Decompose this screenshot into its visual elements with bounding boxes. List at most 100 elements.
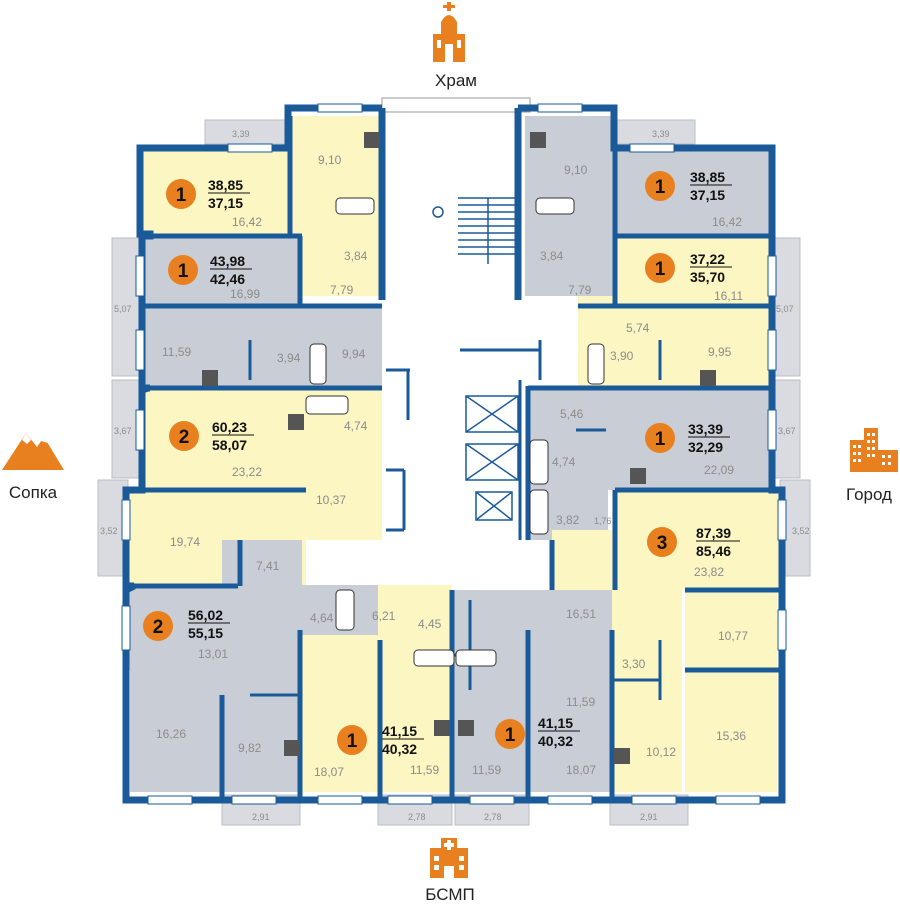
svg-text:2,91: 2,91 [252, 812, 270, 822]
svg-text:87,39: 87,39 [696, 525, 731, 541]
landmark-bottom-label: БСМП [425, 885, 474, 904]
apartment-fills [128, 116, 780, 792]
svg-text:1,76: 1,76 [594, 516, 612, 526]
svg-text:37,22: 37,22 [690, 251, 725, 267]
svg-text:4,45: 4,45 [418, 617, 442, 631]
apartment-label-tr-2: 1 37,22 35,70 [645, 251, 732, 285]
svg-text:1: 1 [505, 725, 516, 746]
landmark-left-label: Сопка [9, 483, 58, 502]
svg-text:18,07: 18,07 [566, 763, 596, 777]
hospital-icon [430, 838, 468, 878]
apartment-bc-right [452, 590, 612, 792]
svg-text:60,23: 60,23 [212, 419, 247, 435]
svg-text:11,59: 11,59 [566, 695, 595, 709]
svg-text:16,11: 16,11 [714, 289, 743, 303]
svg-text:33,39: 33,39 [688, 421, 723, 437]
svg-text:7,79: 7,79 [330, 283, 354, 297]
svg-text:5,74: 5,74 [626, 321, 650, 335]
svg-text:7,79: 7,79 [568, 283, 592, 297]
svg-text:32,29: 32,29 [688, 439, 723, 455]
svg-text:3,82: 3,82 [556, 513, 580, 527]
svg-text:3,84: 3,84 [540, 249, 564, 263]
apartment-labels: 1 38,85 37,15 1 43,98 42,46 2 60,23 58,0… [143, 169, 740, 757]
svg-text:3: 3 [657, 533, 668, 554]
apartment-label-tl-2: 1 43,98 42,46 [168, 253, 252, 287]
svg-text:11,59: 11,59 [410, 763, 439, 777]
svg-text:40,32: 40,32 [538, 733, 573, 749]
svg-text:5,07: 5,07 [114, 304, 132, 314]
svg-text:10,12: 10,12 [646, 745, 676, 759]
church-icon [433, 2, 465, 62]
svg-text:58,07: 58,07 [212, 437, 247, 453]
svg-text:9,10: 9,10 [564, 163, 588, 177]
svg-text:11,59: 11,59 [472, 763, 501, 777]
svg-text:1: 1 [655, 177, 666, 198]
svg-text:16,26: 16,26 [156, 727, 186, 741]
svg-text:3,30: 3,30 [622, 657, 646, 671]
apartment-label-bl-2room: 2 56,02 55,15 [143, 607, 230, 641]
svg-text:16,51: 16,51 [566, 607, 596, 621]
stair-core [432, 145, 520, 521]
svg-text:18,07: 18,07 [314, 765, 344, 779]
walls [122, 104, 786, 804]
svg-text:3,67: 3,67 [114, 426, 132, 436]
landmark-right-label: Город [846, 485, 892, 504]
svg-text:5,46: 5,46 [560, 407, 584, 421]
apartment-label-tr-top: 1 38,85 37,15 [645, 169, 732, 203]
svg-text:1: 1 [655, 259, 666, 280]
apartment-label-bc-left: 1 41,15 40,32 [337, 723, 424, 757]
svg-text:38,85: 38,85 [208, 177, 243, 193]
svg-text:13,01: 13,01 [198, 647, 228, 661]
svg-text:11,59: 11,59 [162, 345, 191, 359]
svg-text:35,70: 35,70 [690, 269, 725, 285]
svg-text:23,82: 23,82 [694, 565, 724, 579]
stove-icons [202, 132, 716, 764]
svg-text:9,10: 9,10 [318, 153, 342, 167]
svg-text:37,15: 37,15 [690, 187, 725, 203]
svg-text:4,74: 4,74 [344, 419, 368, 433]
apartment-label-bc-right: 1 41,15 40,32 [495, 715, 580, 749]
svg-text:23,22: 23,22 [232, 465, 262, 479]
svg-text:55,15: 55,15 [188, 625, 223, 641]
svg-text:42,46: 42,46 [210, 271, 245, 287]
svg-text:4,74: 4,74 [552, 455, 576, 469]
svg-text:3,84: 3,84 [344, 249, 368, 263]
svg-text:85,46: 85,46 [696, 543, 731, 559]
svg-text:3,39: 3,39 [232, 129, 250, 139]
svg-text:43,98: 43,98 [210, 253, 245, 269]
svg-text:16,42: 16,42 [232, 215, 262, 229]
svg-text:9,95: 9,95 [708, 345, 732, 359]
city-icon [850, 428, 898, 472]
svg-text:41,15: 41,15 [382, 723, 417, 739]
svg-text:1: 1 [176, 185, 187, 206]
svg-text:3,52: 3,52 [100, 526, 118, 536]
svg-text:3,39: 3,39 [652, 129, 670, 139]
svg-text:3,94: 3,94 [277, 351, 301, 365]
apartment-label-r-3: 1 33,39 32,29 [645, 421, 730, 455]
svg-text:6,21: 6,21 [372, 609, 396, 623]
svg-text:3,67: 3,67 [778, 426, 796, 436]
svg-text:2,78: 2,78 [408, 812, 426, 822]
svg-text:56,02: 56,02 [188, 607, 223, 623]
svg-text:16,99: 16,99 [230, 287, 260, 301]
svg-text:1: 1 [655, 429, 666, 450]
svg-text:2: 2 [179, 427, 190, 448]
svg-text:3,90: 3,90 [610, 349, 634, 363]
apartment-label-tl-top: 1 38,85 37,15 [166, 177, 250, 211]
landmark-top-label: Храм [435, 71, 477, 90]
svg-text:10,77: 10,77 [718, 629, 748, 643]
svg-text:4,64: 4,64 [310, 611, 334, 625]
svg-text:7,41: 7,41 [256, 559, 280, 573]
mountain-icon [2, 433, 64, 470]
svg-text:5,07: 5,07 [776, 304, 794, 314]
svg-text:19,74: 19,74 [170, 535, 200, 549]
apartment-label-l-2room: 2 60,23 58,07 [169, 419, 254, 453]
svg-text:2: 2 [153, 617, 164, 638]
windows [121, 103, 787, 805]
elevator-icon [465, 395, 519, 521]
fixtures [305, 197, 605, 667]
svg-text:15,36: 15,36 [716, 729, 746, 743]
apartment-tr-top [615, 150, 770, 234]
room-area-labels: 3,39 9,10 16,42 3,84 7,79 16,99 5,07 11,… [100, 129, 810, 822]
